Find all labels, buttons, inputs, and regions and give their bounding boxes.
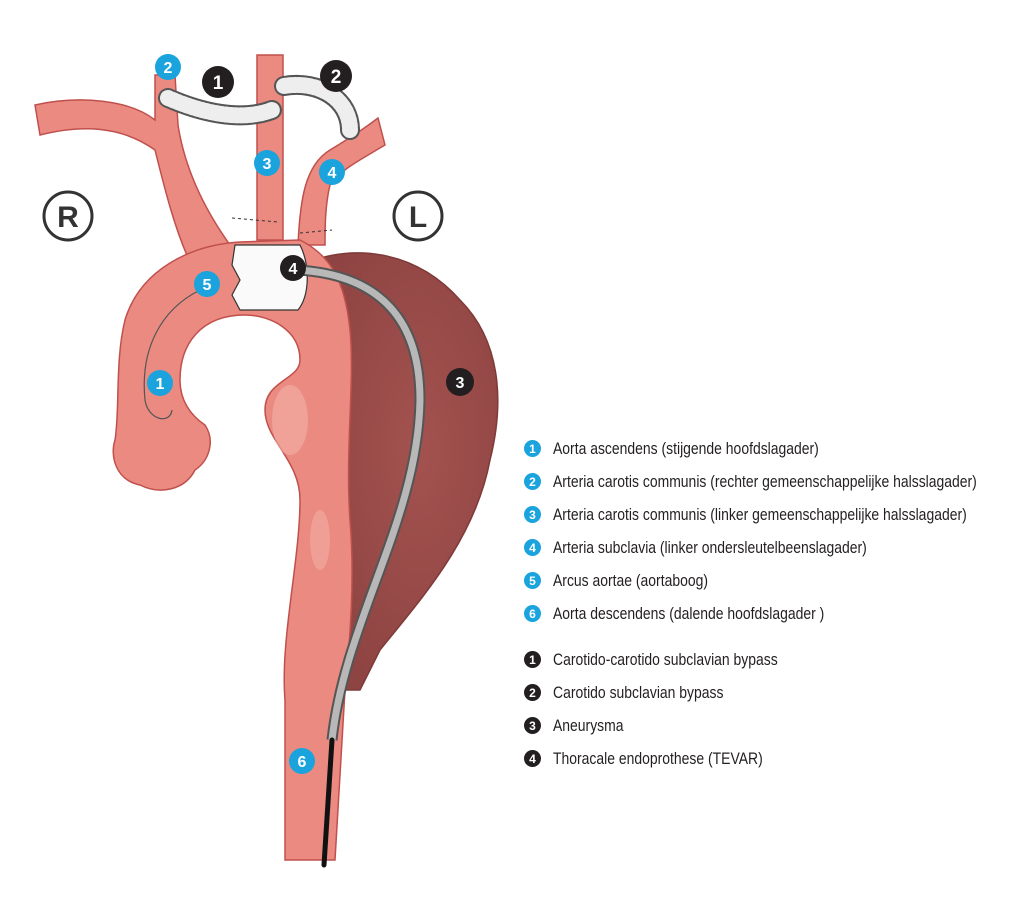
legend-label: Arteria carotis communis (linker gemeens… [553,504,967,524]
legend-item: 2 Carotido subclavian bypass [524,676,1024,709]
legend-label: Arteria carotis communis (rechter gemeen… [553,471,977,491]
anatomy-badge-2: 2 [155,54,181,80]
svg-text:4: 4 [289,261,298,278]
left-subclavian-artery [297,116,386,246]
svg-text:1: 1 [213,73,224,94]
svg-text:6: 6 [298,754,307,771]
number-badge: 1 [524,651,541,668]
legend-label: Arteria subclavia (linker ondersleutelbe… [553,537,867,557]
legend-label: Carotido-carotido subclavian bypass [553,649,778,669]
number-badge: 3 [524,506,541,523]
anatomy-badge-3: 3 [254,150,280,176]
legend-label: Aorta ascendens (stijgende hoofdslagader… [553,438,819,458]
number-badge: 4 [524,539,541,556]
anatomy-badge-6: 6 [289,748,315,774]
legend-item: 3 Arteria carotis communis (linker gemeen… [524,498,1024,531]
guide-wire [321,737,335,868]
procedure-badge-3: 3 [446,368,474,396]
legend-item: 4 Thoracale endoprothese (TEVAR) [524,742,1024,775]
svg-text:3: 3 [263,156,272,173]
number-badge: 1 [524,440,541,457]
legend-label: Thoracale endoprothese (TEVAR) [553,748,763,768]
anatomy-badge-1: 1 [147,370,173,396]
legend-item: 1 Carotido-carotido subclavian bypass [524,643,1024,676]
svg-text:2: 2 [164,60,173,77]
legend-item: 1 Aorta ascendens (stijgende hoofdslagade… [524,432,1024,465]
legend-label: Carotido subclavian bypass [553,682,724,702]
svg-text:3: 3 [456,375,465,392]
legend-label: Arcus aortae (aortaboog) [553,570,708,590]
svg-text:1: 1 [156,376,165,393]
number-badge: 2 [524,684,541,701]
number-badge: 4 [524,750,541,767]
svg-text:R: R [57,201,79,234]
left-marker: L [392,190,444,242]
svg-text:2: 2 [331,67,342,88]
procedure-badge-2: 2 [320,60,352,92]
legend-label: Aneurysma [553,715,624,735]
number-badge: 3 [524,717,541,734]
procedure-badge-1: 1 [202,66,234,98]
anatomy-badge-4: 4 [319,159,345,185]
svg-text:L: L [409,201,427,234]
legend-item: 6 Aorta descendens (dalende hoofdslagader… [524,597,1024,630]
svg-text:5: 5 [203,277,212,294]
right-marker: R [42,190,94,242]
svg-text:4: 4 [328,165,337,182]
legend: 1 Aorta ascendens (stijgende hoofdslagade… [524,432,1024,775]
number-badge: 6 [524,605,541,622]
legend-item: 4 Arteria subclavia (linker ondersleutelb… [524,531,1024,564]
procedure-badge-4: 4 [280,255,306,281]
number-badge: 5 [524,572,541,589]
number-badge: 2 [524,473,541,490]
legend-label: Aorta descendens (dalende hoofdslagader … [553,603,825,623]
legend-item: 3 Aneurysma [524,709,1024,742]
anatomy-badge-5: 5 [194,271,220,297]
legend-item: 2 Arteria carotis communis (rechter gemee… [524,465,1024,498]
legend-item: 5 Arcus aortae (aortaboog) [524,564,1024,597]
